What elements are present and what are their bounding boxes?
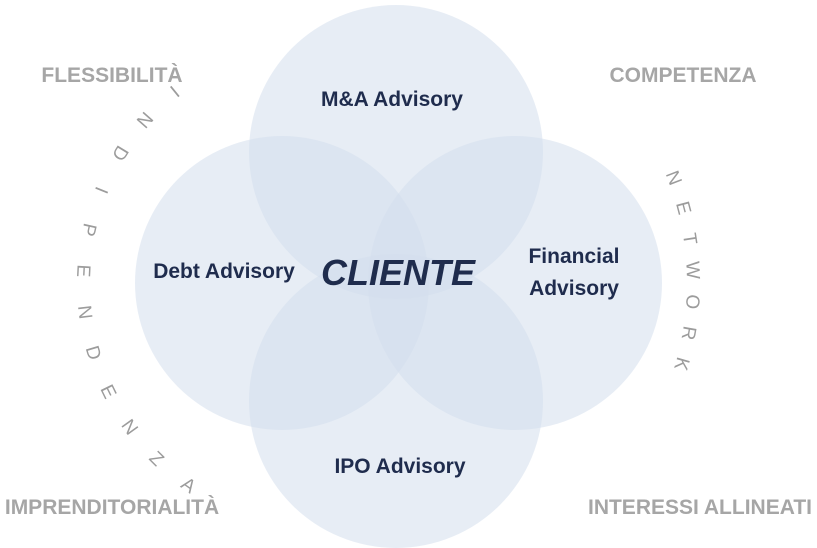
arc-letter-left: A xyxy=(177,473,200,498)
label-ma-advisory: M&A Advisory xyxy=(321,88,463,111)
label-cliente: CLIENTE xyxy=(321,252,476,293)
arc-letter-left: E xyxy=(96,382,120,403)
arc-letter-left: N xyxy=(73,304,95,320)
value-flessibilita: FLESSIBILITÀ xyxy=(41,64,182,87)
arc-letter-right: O xyxy=(681,294,703,310)
arc-letter-right: E xyxy=(671,199,695,217)
arc-letter-right: R xyxy=(677,324,700,341)
value-interessi-allineati: INTERESSI ALLINEATI xyxy=(588,496,812,519)
label-financial-advisory-line2: Advisory xyxy=(529,277,619,300)
arc-letter-right: K xyxy=(669,355,693,373)
label-financial-advisory-line1: Financial xyxy=(528,245,619,268)
arc-letter-left: P xyxy=(77,221,100,238)
arc-letter-right: W xyxy=(681,261,703,280)
value-imprenditorialita: IMPRENDITORIALITÀ xyxy=(5,496,219,519)
arc-letter-left: N xyxy=(117,416,142,439)
arc-letter-right: T xyxy=(678,232,701,247)
arc-letter-left: I xyxy=(90,183,111,196)
arc-letter-left: Z xyxy=(145,448,168,471)
circle-ipo-advisory xyxy=(249,254,543,548)
arc-letter-left: D xyxy=(81,343,105,362)
label-ipo-advisory: IPO Advisory xyxy=(334,455,465,478)
arc-letter-left: N xyxy=(132,107,157,131)
label-debt-advisory: Debt Advisory xyxy=(153,260,295,283)
arc-letter-left: D xyxy=(107,141,132,164)
arc-letter-right: N xyxy=(661,168,686,188)
arc-letter-left: E xyxy=(72,264,94,278)
value-competenza: COMPETENZA xyxy=(610,64,757,87)
